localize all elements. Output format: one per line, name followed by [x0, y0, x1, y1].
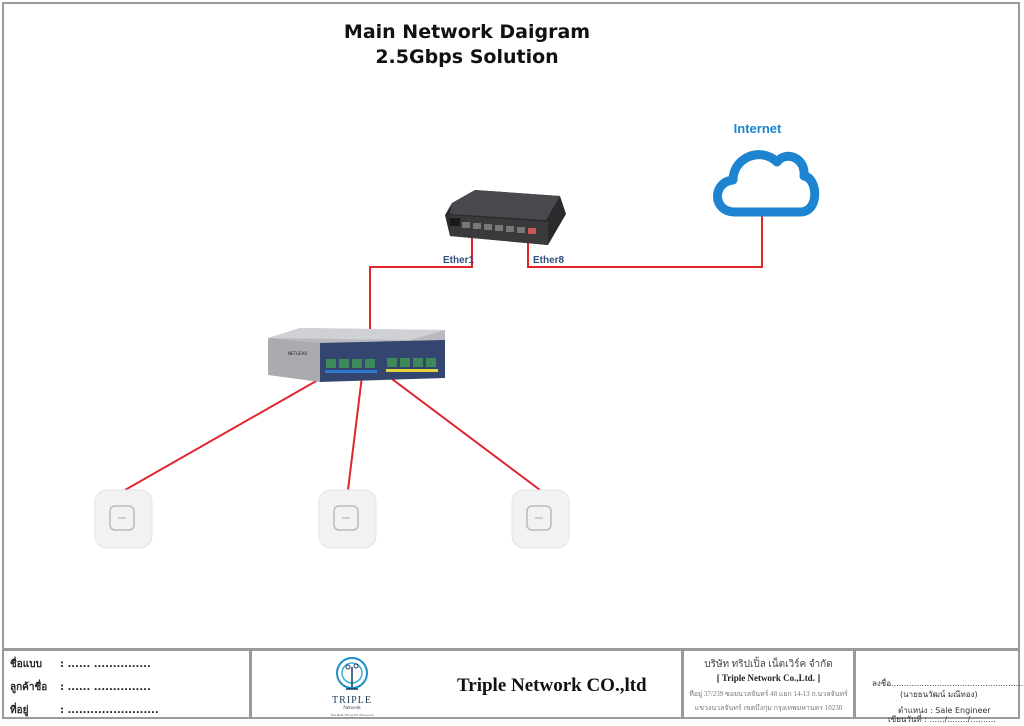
access-point-1-icon	[94, 489, 153, 549]
title-line-2: 2.5Gbps Solution	[375, 46, 559, 68]
link-ether1-router-to-switch	[369, 228, 473, 330]
company-logo: TRIPLE Network The Best Thing For Everyo…	[324, 655, 380, 719]
project-row-customer: ลูกค้าชื่อ: ...... ...............	[10, 682, 151, 693]
project-info-cell: ชื่อแบบ: ...... ............... ลูกค้าชื…	[2, 651, 252, 719]
internet-label: Internet	[733, 121, 782, 136]
project-row-address: ที่อยู่: ........................	[10, 705, 159, 716]
company-cell: TRIPLE Network The Best Thing For Everyo…	[252, 651, 684, 719]
switch-icon: NETGEAR	[268, 328, 445, 382]
project-row-design: ชื่อแบบ: ...... ...............	[10, 659, 151, 670]
logo-tagline: The Best Thing For Everyone	[330, 713, 374, 717]
signer-position: ตำแหน่ง : Sale Engineer	[898, 706, 991, 715]
access-point-2-icon	[318, 489, 377, 549]
link-switch-to-ap1	[124, 375, 326, 491]
network-diagram: NETGEAR	[94, 150, 820, 549]
signer-name: (นายธนวัฒน์ มณีทอง)	[900, 690, 978, 699]
cloud-icon	[713, 150, 820, 217]
logo-name: TRIPLE	[332, 695, 372, 706]
company-english-name: [ Triple Network Co.,Ltd. ]	[716, 673, 821, 683]
port-label-ether8: Ether8	[533, 255, 565, 266]
company-thai-name: บริษัท ทริปเปิ้ล เน็ตเวิร์ค จำกัด	[704, 659, 833, 670]
switch-brand-text: NETGEAR	[288, 351, 307, 356]
company-name: Triple Network CO.,ltd	[457, 675, 647, 696]
link-switch-to-ap2	[347, 375, 363, 491]
company-address-line2: แขวงนวลจันทร์ เขตบึงกุ่ม กรุงเทพมหานคร 1…	[694, 704, 843, 712]
title-line-1: Main Network Daigram	[343, 21, 591, 43]
link-ether8-router-to-internet	[527, 215, 763, 268]
links	[124, 215, 763, 491]
router-icon	[445, 190, 566, 245]
port-label-ether1: Ether1	[443, 255, 475, 266]
signature-line: ลงชื่อ..................................…	[872, 679, 1024, 688]
diagram-title: Main Network Daigram 2.5Gbps Solution	[300, 20, 634, 70]
title-block: ชื่อแบบ: ...... ............... ลูกค้าชื…	[2, 648, 1024, 724]
logo-sub: Network	[343, 706, 361, 711]
company-info-cell: บริษัท ทริปเปิ้ล เน็ตเวิร์ค จำกัด [ Trip…	[684, 651, 856, 719]
company-address-line1: ที่อยู่ 37/239 ซอยนวลจันทร์ 48 แยก 14-13…	[689, 690, 848, 698]
tree-logo-icon	[336, 657, 368, 690]
signature-cell: ลงชื่อ..................................…	[856, 651, 1024, 724]
sign-date: เขียนวันที่ : ....../......../..........	[888, 715, 996, 724]
access-point-3-icon	[511, 489, 570, 549]
link-switch-to-ap3	[387, 375, 541, 491]
